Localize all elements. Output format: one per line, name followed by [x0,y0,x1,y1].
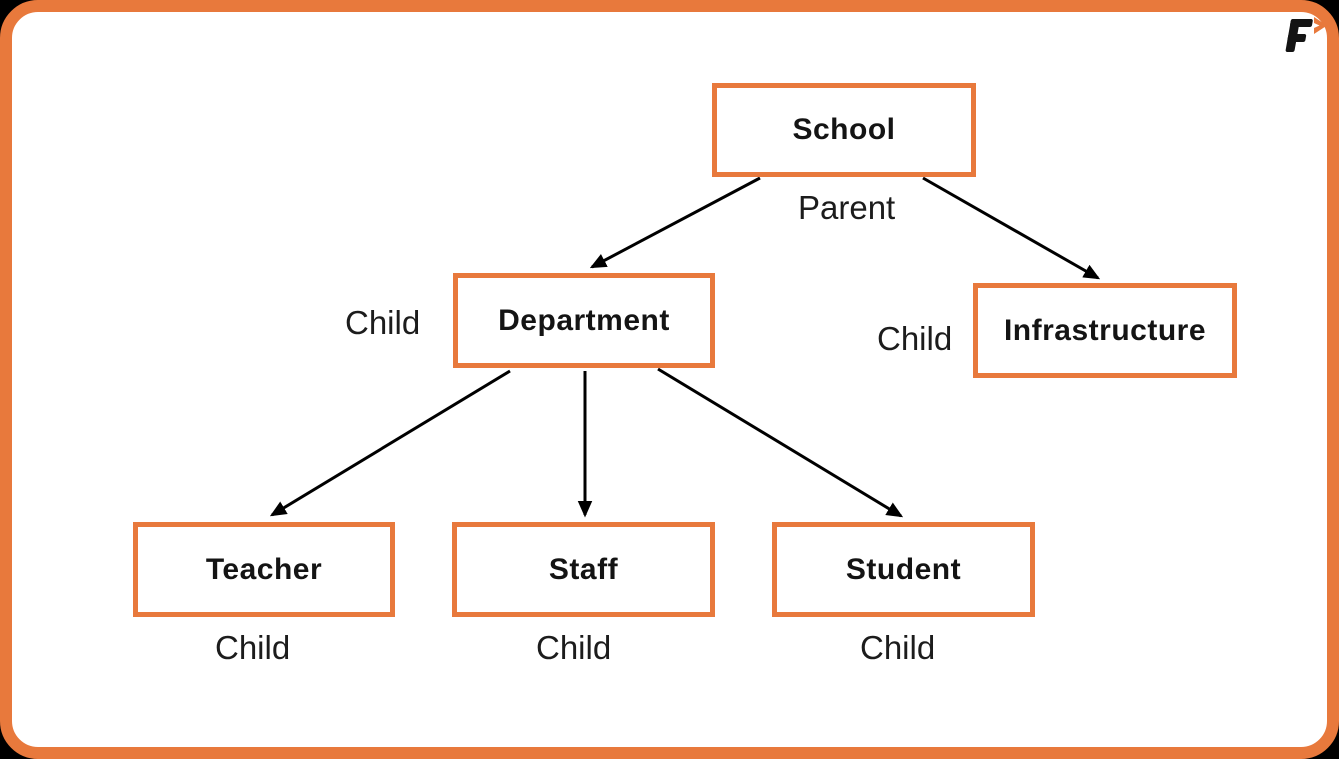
node-school-label: School [792,113,896,146]
node-staff: Staff [452,522,715,617]
logo-chevron-icon [1314,17,1327,34]
node-department-label: Department [498,303,670,337]
caption-child-infrastructure: Child [877,320,953,357]
node-department: Department [453,273,715,368]
caption-child-staff: Child [536,629,612,666]
node-student: Student [772,522,1035,617]
node-school: School [712,83,976,177]
node-staff-label: Staff [548,552,619,586]
caption-child-teacher: Child [215,629,291,666]
caption-child-department: Child [345,304,421,341]
node-teacher: Teacher [133,522,395,617]
brand-logo [1285,17,1327,52]
caption-parent: Parent [798,189,896,226]
caption-child-student: Child [860,629,936,666]
node-student-label: Student [845,552,962,586]
node-teacher-label: Teacher [205,552,323,586]
node-infrastructure-label: Infrastructure [1003,313,1207,347]
node-infrastructure: Infrastructure [973,283,1237,378]
